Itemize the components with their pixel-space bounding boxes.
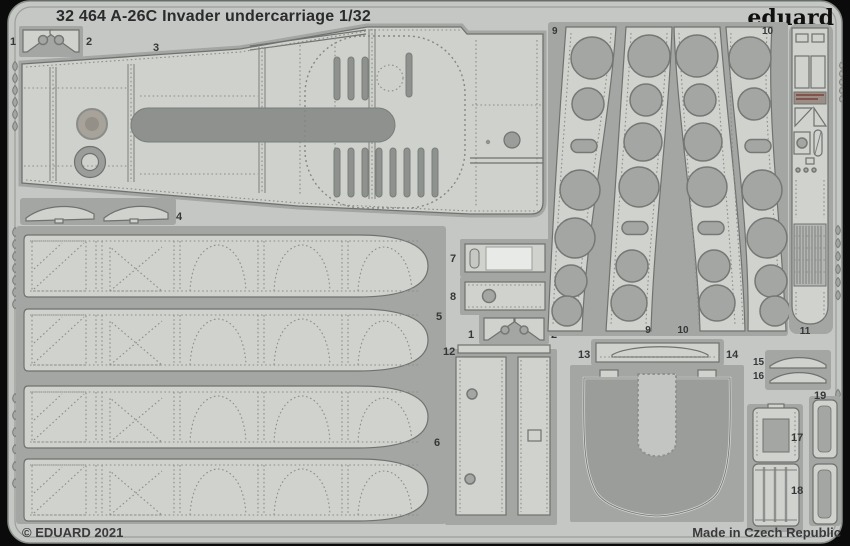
part-label: 10	[762, 26, 774, 37]
part-label: 15	[753, 357, 765, 368]
part-label: 13	[578, 349, 590, 361]
part-label: 17	[791, 432, 803, 444]
part-label: 7	[450, 253, 456, 265]
made-in-text: Made in Czech Republic	[692, 525, 841, 540]
part-15-16-fairings	[765, 350, 831, 390]
part-12-door-skins	[445, 344, 557, 525]
part-label: 8	[450, 291, 456, 303]
part-8-box	[460, 277, 550, 315]
part-label: 9	[552, 26, 558, 37]
part-7-box	[460, 239, 550, 277]
part-label: 14	[726, 349, 739, 361]
part-label: 6	[434, 437, 440, 449]
part-label: 9	[645, 325, 651, 336]
part-13-fairing	[591, 339, 724, 366]
part-18-grille	[752, 463, 800, 527]
fret-title: 32 464 A-26C Invader undercarriage 1/32	[56, 8, 371, 25]
ring-part	[74, 146, 106, 178]
part-label: 2	[86, 36, 92, 48]
part-label: 11	[800, 326, 811, 337]
copyright-text: © EDUARD 2021	[22, 525, 123, 540]
part-label: 10	[677, 325, 689, 336]
part-1-2-gussets	[19, 26, 83, 57]
part-label: 1	[468, 329, 474, 341]
part-11-detail-strip	[789, 24, 833, 334]
part-5-6-liners	[16, 226, 446, 524]
part-14-bay-liner	[570, 365, 744, 522]
part-label: 5	[436, 311, 442, 323]
part-label: 16	[753, 371, 765, 382]
part-3-bay-panel	[18, 23, 547, 218]
part-label: 1	[10, 36, 16, 48]
part-9-10-frames	[547, 22, 791, 336]
part-label: 3	[153, 42, 159, 54]
part-19-brackets	[809, 396, 841, 526]
part-label: 12	[443, 346, 455, 358]
data-placard	[793, 91, 827, 105]
half-etched-channel	[130, 107, 396, 143]
part-4-fairings	[20, 198, 176, 225]
part-label: 18	[791, 485, 803, 497]
part-1-2-gussets-lower	[479, 314, 549, 344]
part-label: 19	[814, 390, 826, 402]
part-label: 4	[176, 211, 183, 223]
